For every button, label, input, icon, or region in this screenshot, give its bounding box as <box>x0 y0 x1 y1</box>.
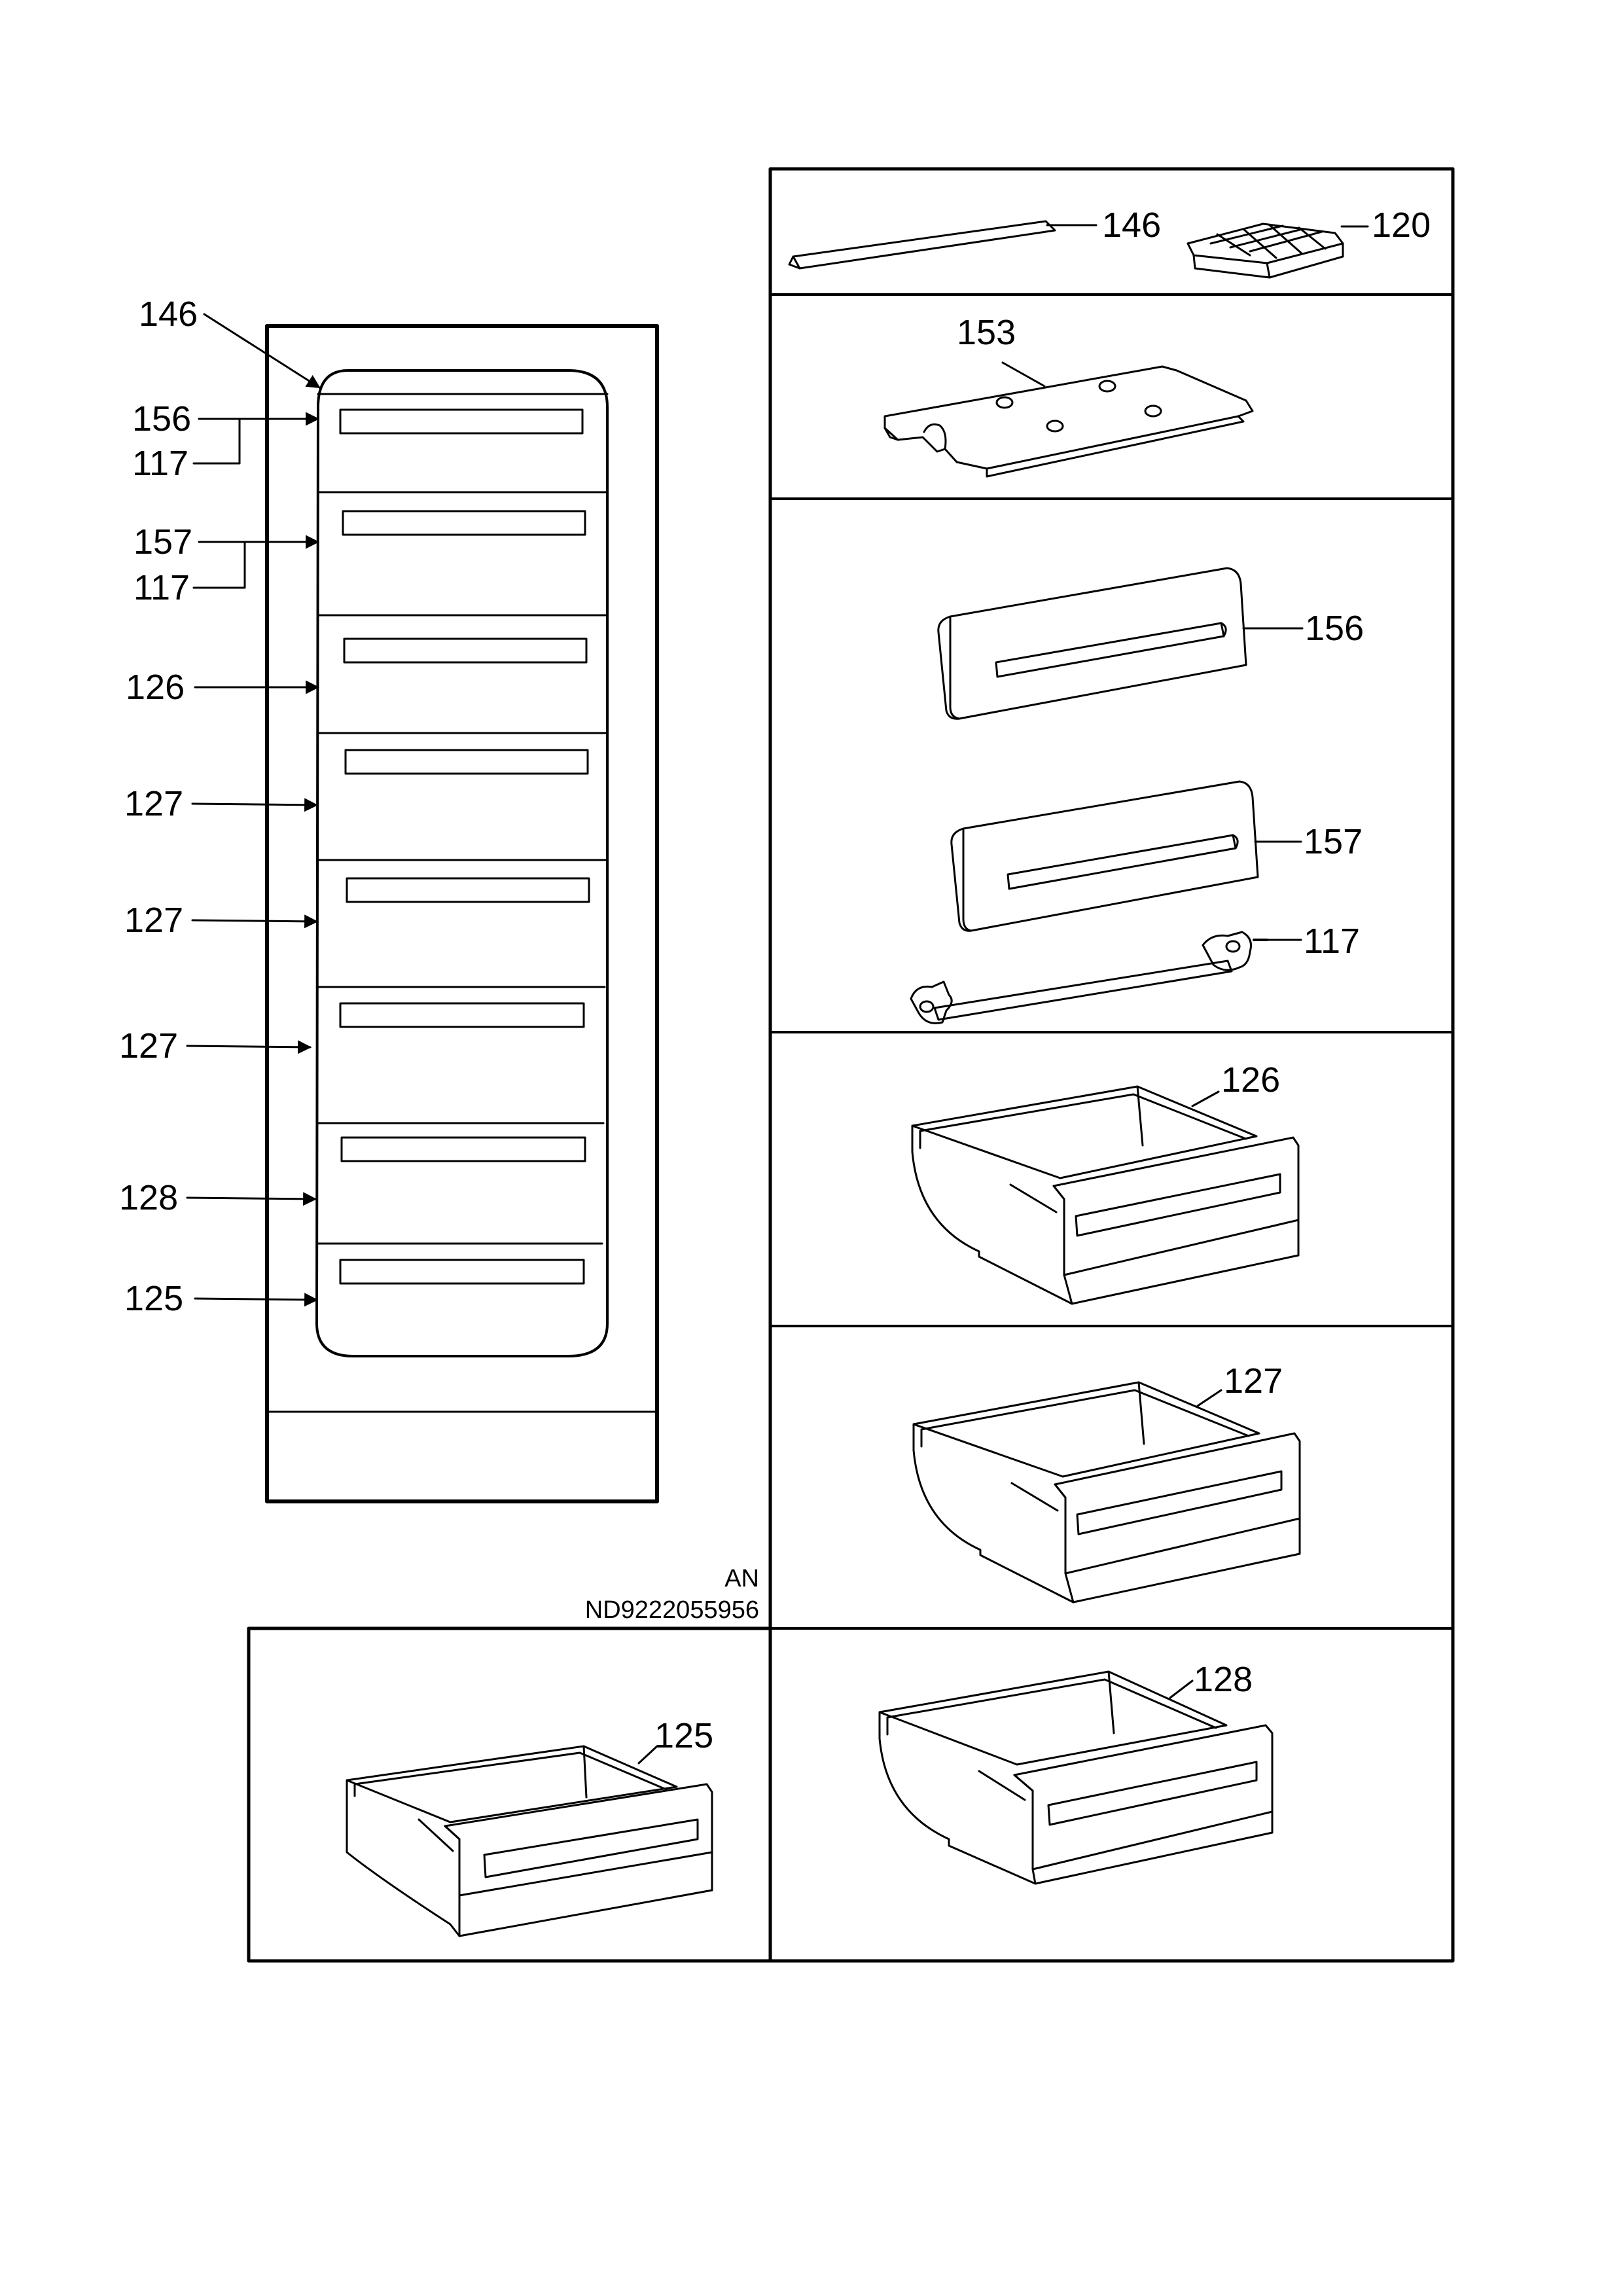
part-label-117: 117 <box>1304 922 1360 961</box>
part-label-156: 156 <box>1305 609 1364 648</box>
cabinet-callouts: 146 156 117 157 117 126 127 127 127 128 … <box>119 295 198 1318</box>
callout-128: 128 <box>119 1178 178 1217</box>
callout-156: 156 <box>132 399 191 439</box>
part-label-126: 126 <box>1221 1060 1280 1100</box>
part-label-128: 128 <box>1194 1660 1253 1699</box>
callout-117-lower: 117 <box>134 568 190 607</box>
part-label-146: 146 <box>1102 206 1161 245</box>
callout-125: 125 <box>124 1279 183 1318</box>
drawer-125-drawing <box>346 1745 713 1937</box>
callout-146: 146 <box>139 295 198 334</box>
shelf-plate-153-drawing <box>883 361 1254 478</box>
part-label-157: 157 <box>1304 822 1363 861</box>
drawer-128-drawing <box>878 1670 1274 1885</box>
flap-157-drawing <box>950 780 1302 932</box>
drawer-127-drawing <box>912 1381 1301 1604</box>
callout-157: 157 <box>134 522 192 562</box>
parts-grid-frame <box>768 167 1455 1963</box>
hinge-bar-117-drawing <box>910 931 1302 1024</box>
callout-127-second: 127 <box>124 901 183 940</box>
language-code: AN <box>724 1565 759 1592</box>
flap-156-drawing <box>937 567 1304 720</box>
cabinet-front-view <box>265 324 659 1503</box>
bottom-left-cell <box>247 1626 772 1963</box>
part-callouts: 146 120 153 156 157 117 126 127 125 128 <box>654 206 1431 1755</box>
part-label-127: 127 <box>1224 1361 1283 1401</box>
ice-tray-120-drawing <box>1186 223 1369 279</box>
part-label-153: 153 <box>957 313 1016 352</box>
drawer-126-drawing <box>911 1085 1300 1305</box>
rail-146-drawing <box>788 220 1097 270</box>
callout-127-third: 127 <box>119 1026 178 1066</box>
cabinet-leader-lines <box>186 313 321 1307</box>
part-label-120: 120 <box>1372 206 1431 245</box>
document-code: ND9222055956 <box>585 1596 759 1624</box>
callout-126: 126 <box>126 668 185 707</box>
callout-117-upper: 117 <box>132 444 188 483</box>
callout-127-first: 127 <box>124 784 183 823</box>
part-label-125: 125 <box>654 1716 713 1755</box>
